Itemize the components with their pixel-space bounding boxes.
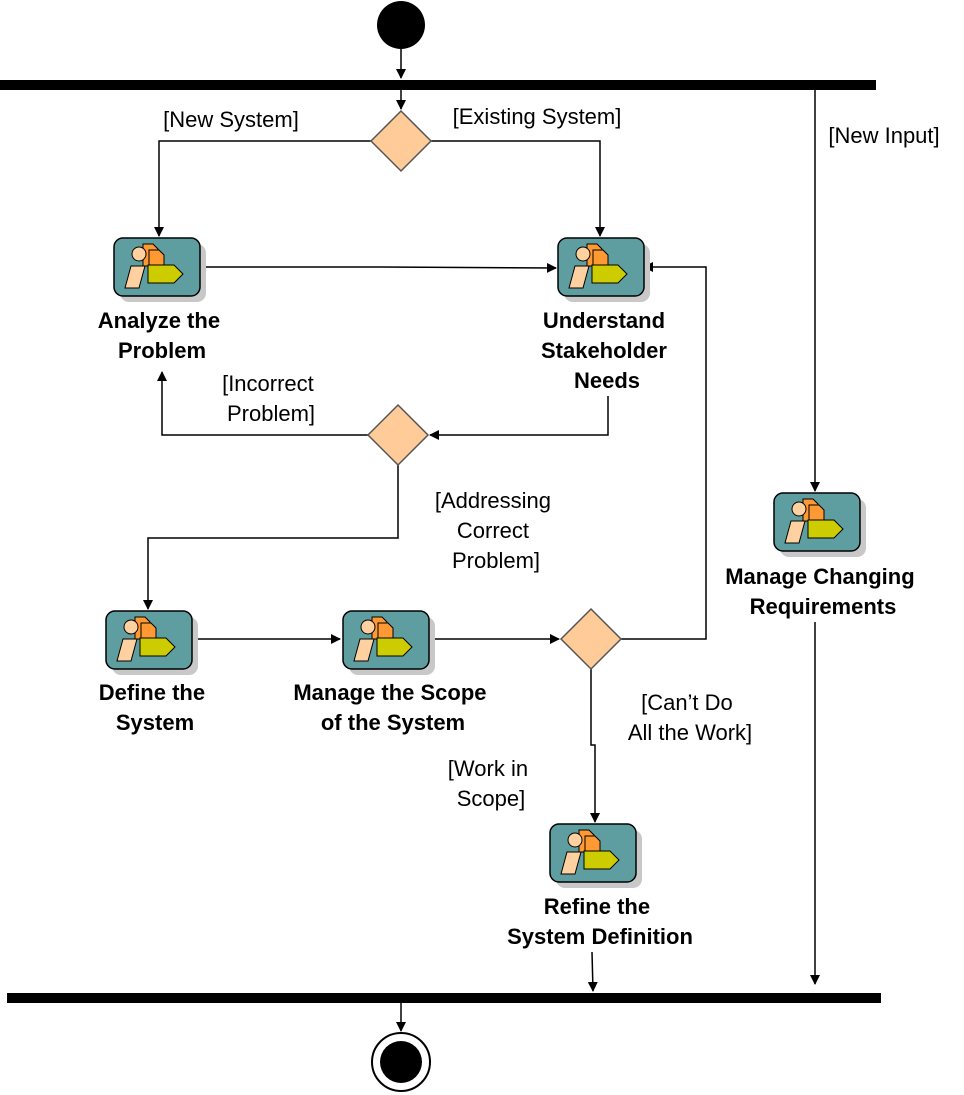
guard-line: [Addressing bbox=[435, 488, 551, 513]
manage-scope-icon[interactable] bbox=[342, 610, 436, 676]
refine-definition-icon[interactable] bbox=[549, 823, 643, 889]
understand-needs-label-line: Stakeholder bbox=[541, 338, 667, 363]
guard-line: [Work in bbox=[448, 756, 528, 781]
refine-definition-label-line: System Definition bbox=[507, 924, 693, 949]
analyze-problem-label-line: Analyze the bbox=[98, 308, 220, 333]
flow-existing-system bbox=[431, 140, 605, 237]
define-system-label-line: System bbox=[116, 710, 194, 735]
manage-changing-label-line: Requirements bbox=[750, 594, 897, 619]
manage-changing-icon[interactable] bbox=[773, 492, 867, 558]
guard-line: [New Input] bbox=[828, 123, 939, 148]
flow-analyze-to-understand bbox=[199, 262, 557, 273]
guard-cant-do: [Can’t Do All the Work] bbox=[628, 690, 752, 745]
guard-existing-system: [Existing System] bbox=[453, 104, 622, 129]
flow-new-system bbox=[154, 140, 371, 237]
define-system-label: Define the System bbox=[99, 680, 211, 735]
understand-needs-icon[interactable] bbox=[557, 237, 651, 303]
understand-needs-label-line: Needs bbox=[574, 368, 640, 393]
guard-line: All the Work] bbox=[628, 720, 752, 745]
manage-changing-label: Manage Changing Requirements bbox=[725, 564, 921, 619]
define-system-icon[interactable] bbox=[105, 610, 199, 676]
join-bar bbox=[7, 993, 881, 1003]
guard-line: [Can’t Do bbox=[641, 690, 733, 715]
manage-scope-label: Manage the Scope of the System bbox=[293, 680, 492, 735]
fork-bar bbox=[0, 80, 876, 90]
analyze-problem-label-line: Problem bbox=[118, 338, 206, 363]
manage-scope-label-line: Manage the Scope bbox=[293, 680, 486, 705]
flow-refine-to-join bbox=[587, 951, 598, 992]
decision-nodes bbox=[366, 109, 623, 671]
guard-line: Correct bbox=[457, 518, 529, 543]
decision-scope-check bbox=[559, 607, 623, 671]
flow-addressing-correct bbox=[143, 465, 399, 610]
decision-new-or-existing bbox=[369, 109, 433, 173]
guard-new-input: [New Input] bbox=[828, 123, 939, 148]
refine-definition-label-line: Refine the bbox=[544, 894, 650, 919]
guard-line: Problem] bbox=[452, 548, 540, 573]
manage-changing-label-line: Manage Changing bbox=[725, 564, 914, 589]
manage-scope-label-line: of the System bbox=[321, 710, 465, 735]
decision-problem-check bbox=[366, 403, 430, 467]
define-system-label-line: Define the bbox=[99, 680, 205, 705]
analyze-problem-label: Analyze the Problem bbox=[98, 308, 226, 363]
understand-needs-label: Understand Stakeholder Needs bbox=[541, 308, 673, 393]
flow-understand-to-decision bbox=[429, 396, 609, 440]
guard-line: [New System] bbox=[163, 107, 299, 132]
flow-incorrect-problem bbox=[157, 371, 368, 436]
control-flows bbox=[143, 49, 820, 1032]
guard-line: [Incorrect bbox=[222, 371, 314, 396]
guard-line: Problem] bbox=[227, 401, 315, 426]
guard-line: [Existing System] bbox=[453, 104, 622, 129]
analyze-problem-icon[interactable] bbox=[113, 237, 207, 303]
guard-line: Scope] bbox=[457, 786, 526, 811]
guard-addressing-correct: [Addressing Correct Problem] bbox=[435, 488, 557, 573]
initial-node bbox=[377, 1, 425, 49]
final-node bbox=[380, 1041, 422, 1083]
flow-work-in-scope bbox=[590, 669, 600, 823]
guard-incorrect-problem: [Incorrect Problem] bbox=[222, 371, 320, 426]
understand-needs-label-line: Understand bbox=[543, 308, 665, 333]
guard-work-in-scope: [Work in Scope] bbox=[448, 756, 534, 811]
refine-definition-label: Refine the System Definition bbox=[507, 894, 693, 949]
flow-cant-do bbox=[621, 262, 707, 640]
guard-new-system: [New System] bbox=[163, 107, 299, 132]
